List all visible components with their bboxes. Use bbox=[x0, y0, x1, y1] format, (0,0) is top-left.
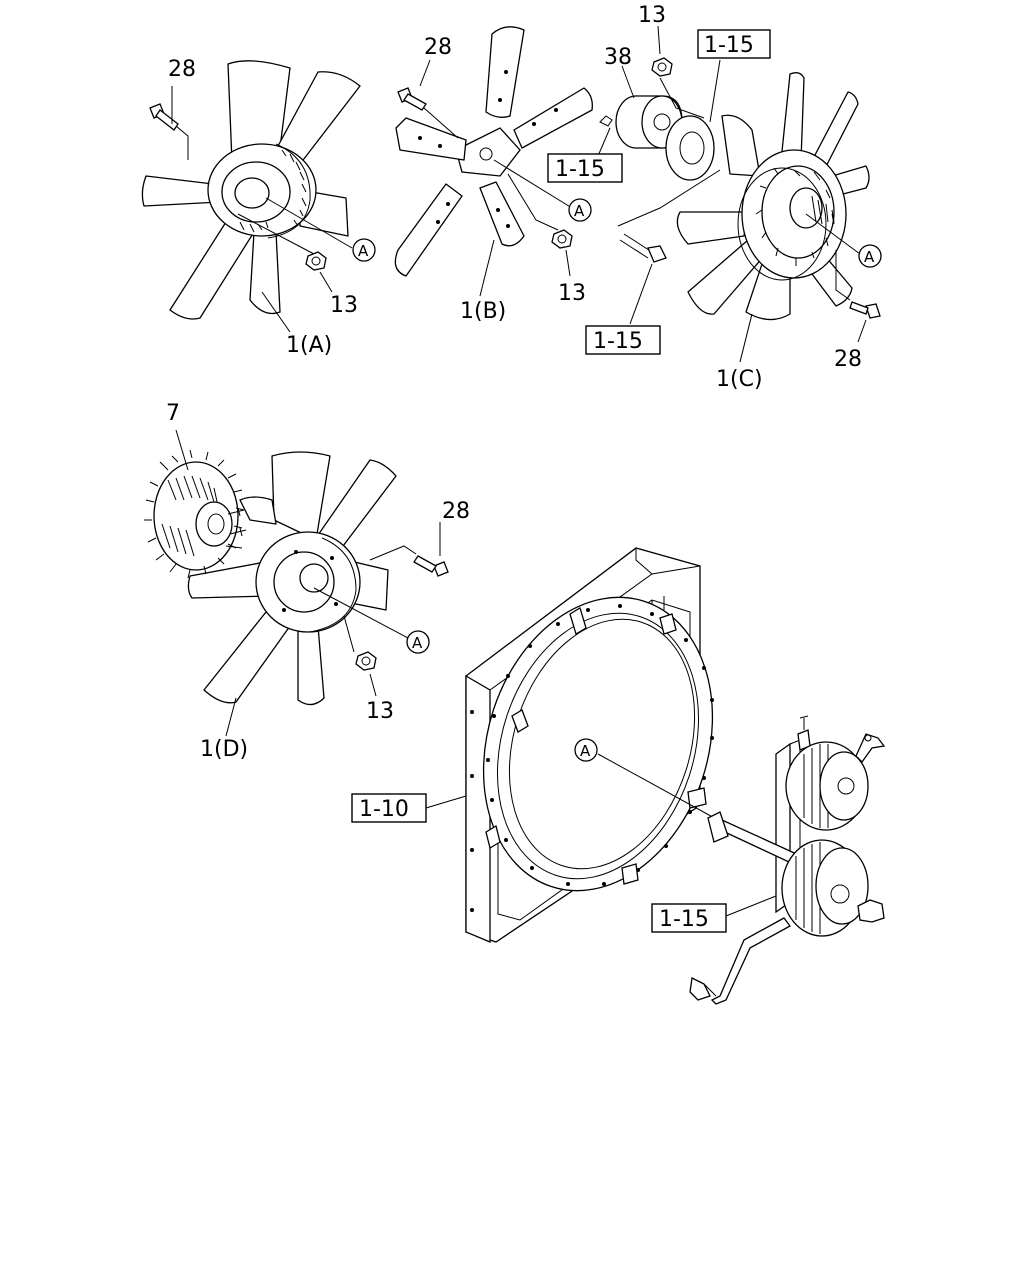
fan-assembly-b: A 28 13 1(B) bbox=[394, 26, 593, 324]
callout-38: 38 bbox=[604, 45, 632, 70]
callout-variant-a: 1(A) bbox=[286, 333, 332, 358]
fan-clutch-7 bbox=[144, 449, 247, 579]
ref-box-1-15-lower[interactable]: 1-15 bbox=[585, 325, 661, 355]
callout-28: 28 bbox=[442, 499, 470, 524]
ref-circle-a2 bbox=[568, 198, 592, 222]
nut-13-b bbox=[551, 229, 573, 249]
ref-circle-a3 bbox=[858, 244, 882, 268]
ref-box-1-15-top[interactable]: 1-15 bbox=[697, 29, 771, 59]
callout-28: 28 bbox=[834, 347, 862, 372]
bolt-28-a bbox=[149, 103, 189, 160]
callout-13: 13 bbox=[366, 699, 394, 724]
callout-variant-b: 1(B) bbox=[460, 299, 506, 324]
ref-a-label: A bbox=[358, 242, 369, 260]
callout-13: 13 bbox=[330, 293, 358, 318]
ref-box-label: 1-15 bbox=[593, 329, 643, 354]
nut-13-c bbox=[651, 57, 673, 77]
ref-a-label: A bbox=[574, 202, 585, 220]
ref-a-label: A bbox=[864, 248, 875, 266]
bolt-28-d bbox=[369, 545, 449, 577]
bolt-28-c bbox=[835, 250, 881, 319]
ref-box-label: 1-10 bbox=[359, 797, 409, 822]
fan-assembly-d: A 7 28 13 1(D) bbox=[144, 401, 470, 762]
fan-assembly-a: A 28 13 1(A) bbox=[141, 57, 376, 358]
bolt-28-b bbox=[397, 87, 459, 139]
nut-13-a bbox=[305, 251, 327, 271]
ref-box-label: 1-15 bbox=[704, 33, 754, 58]
callout-13: 13 bbox=[558, 281, 586, 306]
ref-circle-a5 bbox=[574, 738, 598, 762]
spacer-38 bbox=[615, 95, 683, 149]
ref-circle-a1 bbox=[352, 238, 376, 262]
ref-box-1-15-pulley[interactable]: 1-15 bbox=[651, 903, 727, 933]
ref-box-1-15-middle[interactable]: 1-15 bbox=[547, 153, 623, 183]
callout-13: 13 bbox=[638, 3, 666, 28]
ref-box-label: 1-15 bbox=[555, 157, 605, 182]
ref-circle-a4 bbox=[406, 630, 430, 654]
fan-assembly-c: A 1-15 1-15 1-15 13 38 28 1(C) bbox=[547, 3, 882, 392]
callout-28: 28 bbox=[168, 57, 196, 82]
ref-box-label: 1-15 bbox=[659, 907, 709, 932]
callout-variant-d: 1(D) bbox=[200, 737, 248, 762]
idler-pulley-assembly: 1-15 bbox=[651, 715, 886, 1005]
fan-shroud: A 1-10 bbox=[351, 547, 719, 943]
callout-variant-c: 1(C) bbox=[716, 367, 763, 392]
bolt-c-lower bbox=[619, 233, 667, 263]
ref-a-label: A bbox=[412, 634, 423, 652]
callout-7: 7 bbox=[166, 401, 180, 426]
callout-28: 28 bbox=[424, 35, 452, 60]
ref-box-1-10[interactable]: 1-10 bbox=[351, 793, 427, 823]
nut-13-d bbox=[355, 651, 377, 671]
ref-a-label: A bbox=[580, 742, 591, 760]
